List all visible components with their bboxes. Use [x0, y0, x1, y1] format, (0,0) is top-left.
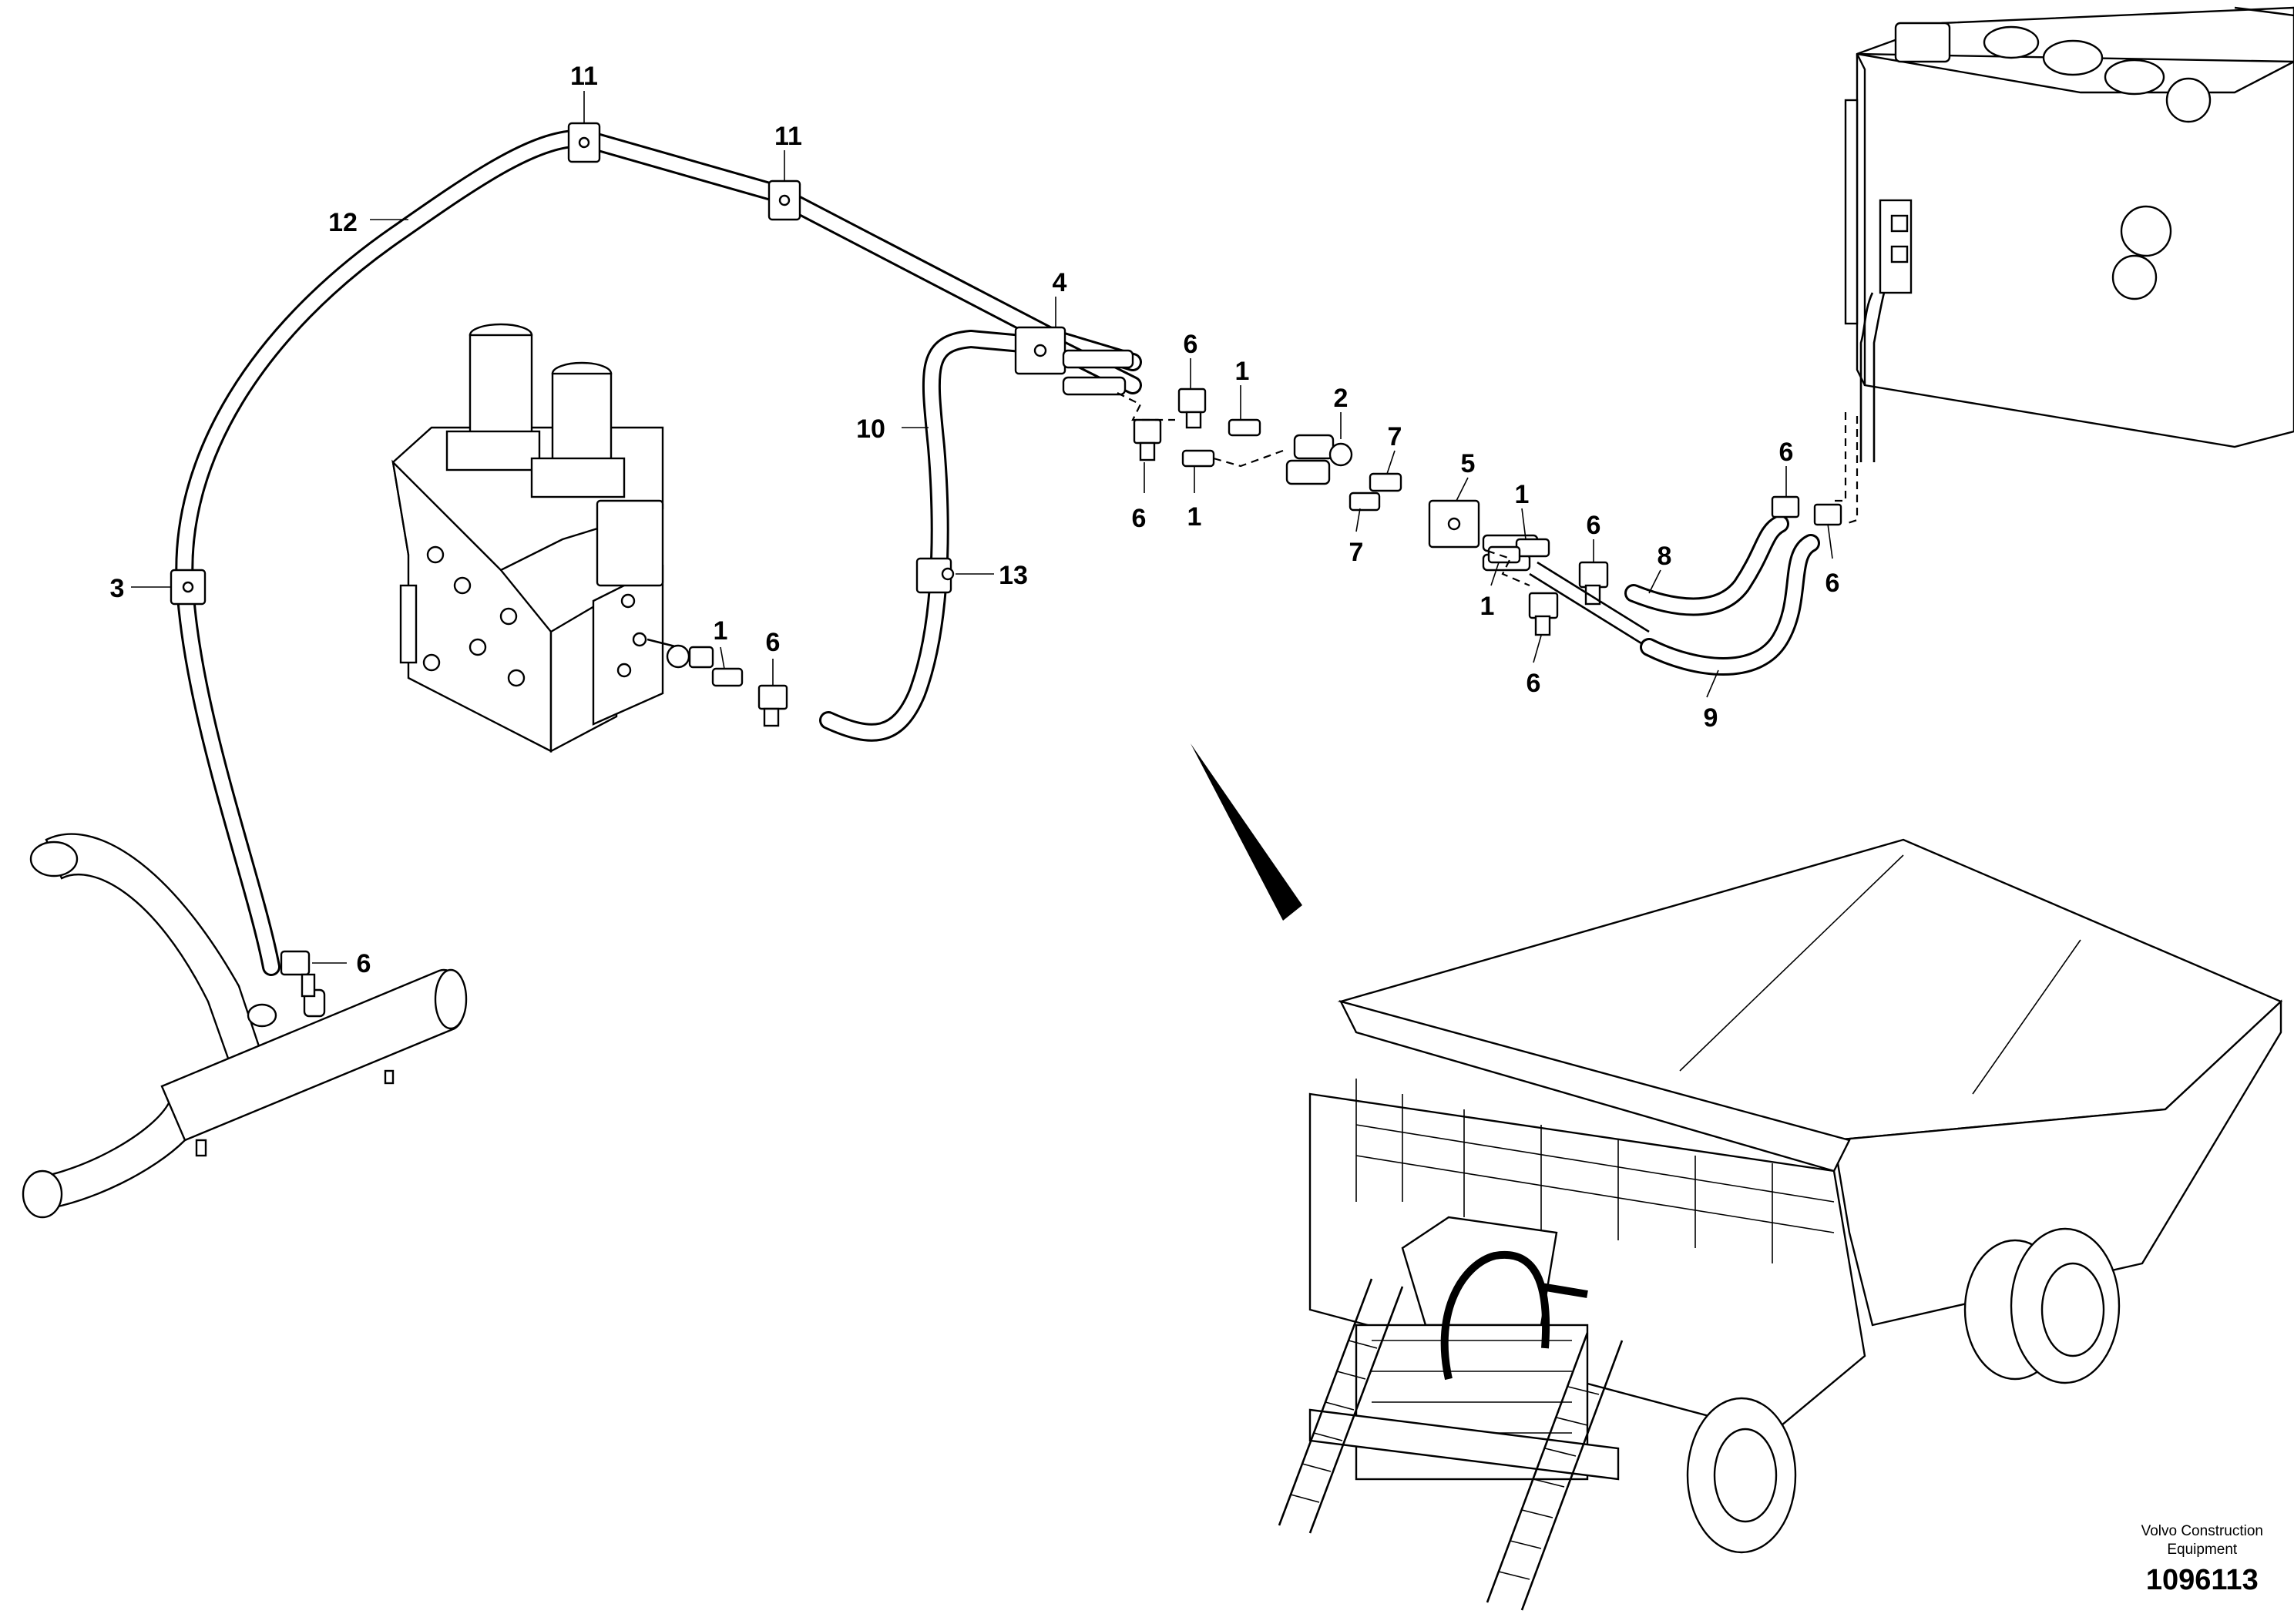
- company-name-line1: Volvo Construction: [2141, 1523, 2263, 1539]
- clamp-13: [915, 557, 955, 594]
- callout-12: 12: [328, 208, 358, 237]
- hitch-tube: [22, 833, 468, 1219]
- fittings-center: [1133, 388, 1842, 636]
- callout-6-heater-lower: 6: [1825, 569, 1840, 598]
- clamp-11-b: [767, 180, 801, 221]
- hose-8: [1624, 515, 1789, 616]
- callout-13: 13: [999, 561, 1028, 590]
- callout-6-upper: 6: [1184, 330, 1198, 359]
- hose-10: [819, 330, 1142, 742]
- callout-8: 8: [1658, 542, 1672, 571]
- callout-11-upper-center: 11: [774, 122, 802, 151]
- callout-4: 4: [1053, 268, 1067, 297]
- callout-6-hitch: 6: [357, 949, 371, 978]
- hose-to-9: [1529, 561, 1650, 645]
- company-name-line2: Equipment: [2167, 1542, 2238, 1558]
- view-arrow: [1191, 743, 1302, 921]
- callout-1-lower: 1: [1187, 502, 1202, 532]
- valve-block: [391, 323, 664, 753]
- callout-1-right-lower: 1: [1480, 592, 1495, 621]
- callout-9: 9: [1704, 703, 1718, 733]
- clamp-4: [1014, 326, 1066, 375]
- callout-6-lower-left: 6: [1132, 504, 1147, 533]
- callout-11-upper-left: 11: [570, 62, 598, 91]
- hose-12: [175, 129, 1142, 976]
- hose-9: [1640, 534, 1820, 676]
- dump-truck-illustration: [1278, 838, 2283, 1611]
- callout-leaders: [131, 91, 1833, 964]
- callout-1-upper: 1: [1235, 357, 1250, 386]
- hose-ends-center: [1062, 349, 1134, 396]
- clamp-5: [1428, 499, 1480, 549]
- hitch-fitting: [280, 950, 316, 998]
- callout-2: 2: [1334, 384, 1349, 413]
- callout-7-lower: 7: [1349, 538, 1364, 567]
- clamp-3: [170, 569, 207, 606]
- callout-10: 10: [856, 414, 885, 444]
- callout-7-upper: 7: [1388, 422, 1402, 451]
- dashed-leaders: [1117, 392, 1859, 587]
- callout-6-valve: 6: [766, 628, 781, 657]
- callout-1-right-upper: 1: [1515, 480, 1530, 509]
- footer-brand-block: Volvo Construction Equipment 1096113: [2141, 1522, 2263, 1597]
- callout-3: 3: [110, 574, 125, 603]
- valve-fittings: [647, 638, 788, 727]
- document-number: 1096113: [2145, 1564, 2259, 1596]
- callout-labels: 11 11 12 4 6 1 2 7 5 1 6 6 10 6 1 7 8 6 …: [110, 62, 1840, 978]
- heater-unit: [1844, 6, 2294, 462]
- callout-1-valve: 1: [714, 616, 728, 646]
- callout-6-right-lower: 6: [1527, 669, 1541, 698]
- callout-6-right-upper: 6: [1587, 511, 1601, 540]
- callout-6-heater: 6: [1779, 438, 1794, 467]
- clamp-11-a: [567, 122, 601, 163]
- callout-5: 5: [1461, 449, 1476, 478]
